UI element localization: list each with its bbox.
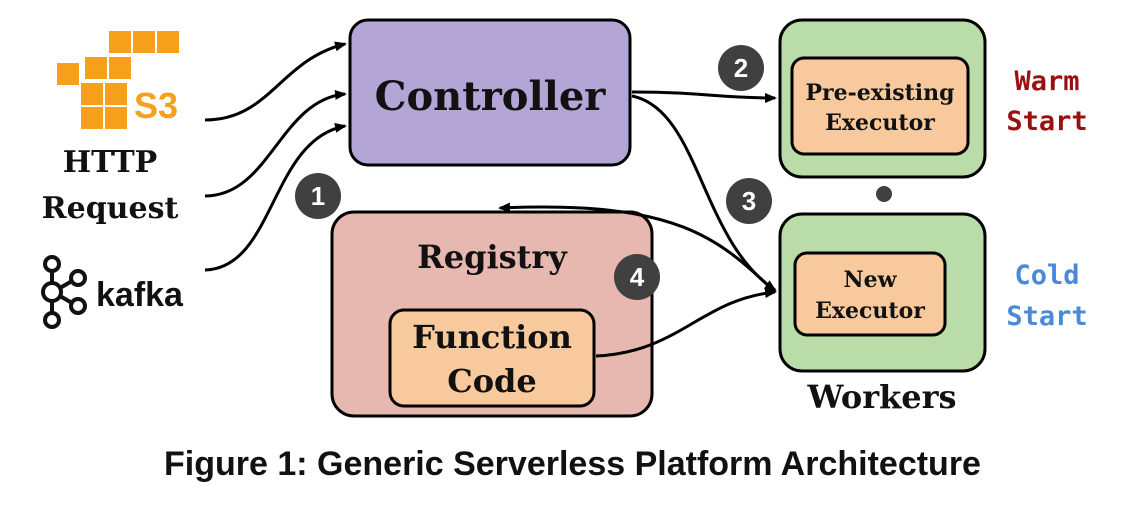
step-badge-3-text: 3 [742, 186, 756, 216]
pre-existing-executor-box[interactable]: Pre-existing Executor [790, 56, 970, 156]
workers-label: Workers [807, 378, 957, 416]
function-code-box[interactable]: Function Code [388, 308, 596, 408]
figure-caption: Figure 1: Generic Serverless Platform Ar… [164, 445, 981, 483]
worker-separator-dot [876, 186, 892, 202]
flow-arrows [498, 90, 777, 358]
step-badge-1-text: 1 [311, 181, 325, 211]
function-code-line1: Function [412, 318, 572, 356]
step-badge-3: 3 [726, 178, 772, 224]
kafka-logo: kafka [41, 255, 184, 329]
step-badge-2: 2 [718, 45, 764, 91]
cold-start-line1: Cold [1014, 260, 1079, 291]
input-arrows [204, 41, 347, 272]
s3-logo: S3 [55, 29, 181, 131]
new-executor-line1: New [843, 267, 897, 293]
warm-start-line1: Warm [1014, 66, 1079, 97]
registry-label: Registry [417, 238, 568, 276]
s3-logo-text: S3 [134, 85, 178, 126]
pre-existing-executor-line2: Executor [825, 110, 935, 136]
warm-worker-box[interactable]: Pre-existing Executor [778, 18, 987, 179]
warm-start-line2: Start [1006, 106, 1087, 137]
cold-start-line2: Start [1006, 301, 1087, 332]
registry-box[interactable]: Registry Function Code [330, 210, 654, 418]
step-badge-1: 1 [295, 173, 341, 219]
controller-label: Controller [375, 73, 607, 120]
function-code-to-cold-arrow [595, 288, 777, 358]
request-label: Request [42, 191, 179, 226]
cold-to-registry-arrow [498, 202, 777, 294]
http-arrow [204, 89, 347, 198]
kafka-arrow [204, 122, 347, 272]
s3-arrow [204, 41, 347, 122]
step-badge-2-text: 2 [734, 53, 748, 83]
pre-existing-executor-line1: Pre-existing [805, 80, 954, 106]
controller-box[interactable]: Controller [348, 18, 632, 167]
kafka-text: kafka [96, 276, 184, 314]
new-executor-box[interactable]: New Executor [793, 251, 947, 337]
http-label: HTTP [63, 145, 157, 180]
controller-to-warm-arrow [631, 90, 777, 103]
step-badge-4: 4 [614, 254, 660, 300]
new-executor-line2: Executor [815, 298, 925, 324]
function-code-line2: Code [447, 362, 537, 400]
cold-worker-box[interactable]: New Executor [778, 212, 987, 373]
step-badge-4-text: 4 [630, 262, 645, 292]
